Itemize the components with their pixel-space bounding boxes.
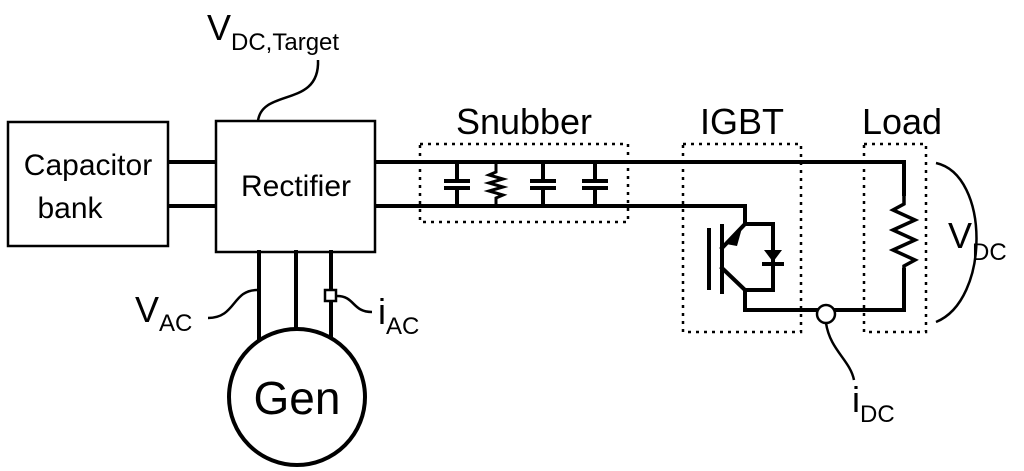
vdc-target-label: VDC,Target xyxy=(207,7,339,56)
vdc-brace xyxy=(935,161,978,324)
iac-sensor xyxy=(323,288,338,303)
vdc-label: VDC xyxy=(948,215,1007,266)
igbt-collector-leg xyxy=(719,221,748,251)
load-label: Load xyxy=(862,101,942,142)
idc-label: iDC xyxy=(852,379,895,428)
vac-label: VAC xyxy=(135,289,192,337)
capacitor-bank-block: Capacitor bank xyxy=(6,120,170,248)
generator-circle xyxy=(227,327,367,467)
igbt-group: IGBT xyxy=(681,101,803,334)
generator-label: Gen xyxy=(254,372,341,424)
rectifier-box xyxy=(214,119,377,254)
vdc-target-main: V xyxy=(207,7,231,48)
snubber-dotted-box xyxy=(418,142,630,224)
iac-main: i xyxy=(378,291,386,332)
dc-return-wire xyxy=(743,160,906,312)
vac-leader xyxy=(207,288,258,320)
vac-sub: AC xyxy=(159,310,192,337)
igbt-arrow-icon xyxy=(726,228,742,246)
igbt-emitter-leg xyxy=(719,265,748,293)
capacitor-bank-label-line2: bank xyxy=(37,192,103,225)
rectifier-label: Rectifier xyxy=(241,170,351,203)
snubber-capacitor xyxy=(444,160,470,208)
vac-main: V xyxy=(135,289,159,330)
vdc-target-leader xyxy=(256,59,320,122)
igbt-label: IGBT xyxy=(700,101,784,142)
capacitor-bank-label-line1: Capacitor xyxy=(24,149,152,182)
vdc-main: V xyxy=(948,215,972,256)
iac-leader xyxy=(336,294,373,314)
snubber-label: Snubber xyxy=(456,101,592,142)
snubber-group: Snubber xyxy=(418,101,630,224)
idc-sensor xyxy=(815,303,837,325)
generator-block: Gen xyxy=(227,327,367,467)
load-group: Load xyxy=(862,101,942,334)
idc-main: i xyxy=(852,379,860,420)
idc-sub: DC xyxy=(860,401,895,428)
iac-label: iAC xyxy=(378,291,419,340)
rectifier-block: Rectifier xyxy=(214,119,377,254)
idc-leader xyxy=(824,322,856,381)
snubber-capacitor xyxy=(582,160,608,208)
load-resistor xyxy=(888,194,920,274)
diode-icon xyxy=(764,250,782,262)
igbt-dotted-box xyxy=(681,142,803,334)
snubber-resistor xyxy=(483,160,509,208)
load-dotted-box xyxy=(862,142,928,334)
dc-bus xyxy=(373,160,906,312)
iac-sub: AC xyxy=(386,313,419,340)
capacitor-bank-box xyxy=(6,120,170,248)
diode-branch xyxy=(743,222,775,292)
vdc-target-sub: DC,Target xyxy=(231,29,339,56)
vdc-sub: DC xyxy=(972,239,1007,266)
snubber-capacitor xyxy=(530,160,556,208)
